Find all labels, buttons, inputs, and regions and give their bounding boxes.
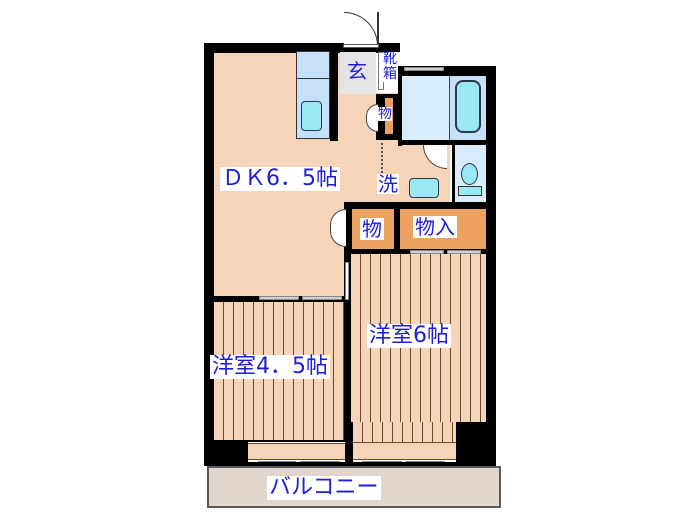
room45-door-2: [302, 296, 342, 300]
kitchen-wall: [330, 51, 338, 141]
washing-machine-pan-icon: [409, 178, 439, 198]
western-room-4-5-label: 洋室4．5帖: [210, 354, 330, 379]
washroom-label: 洗: [377, 172, 399, 196]
bath-window: [404, 67, 444, 71]
room6-window-sill: [353, 442, 456, 460]
bath-wall-left: [398, 66, 402, 146]
entrance-door-leaf: [377, 12, 379, 46]
storage-small-top-label: 物: [378, 106, 392, 122]
room45-floor-bottom: [214, 422, 344, 440]
bath-wall-bottom: [398, 140, 486, 145]
outer-wall-top-left: [204, 43, 400, 53]
balcony-label: バルコニー: [267, 475, 381, 500]
outer-wall-bottom-left-block: [204, 440, 248, 466]
room-partition-sliding-door: [345, 262, 349, 300]
bathtub-icon: [455, 80, 481, 133]
outer-wall-right: [486, 66, 496, 442]
room45-window-sill: [248, 443, 345, 460]
room6-floor-bottom: [353, 422, 456, 442]
room-partition-wall: [344, 254, 351, 422]
outer-wall-left: [204, 43, 214, 436]
dining-kitchen-label: ＤＫ6．5帖: [220, 166, 340, 191]
entrance-threshold: [343, 44, 379, 48]
room6-bottom-right-pillar: [456, 440, 496, 466]
outer-wall-bottom-mid-block: [345, 440, 353, 466]
balcony-edge-wall: [204, 462, 496, 466]
closet-label: 物入: [413, 215, 457, 239]
western-room-6-label: 洋室6帖: [367, 323, 451, 348]
toilet-tank: [458, 186, 482, 196]
toilet-icon: [461, 163, 478, 185]
shoe-box-label: 靴箱: [383, 52, 401, 82]
entrance-door-icon: [344, 12, 378, 46]
entrance-label: 玄: [347, 59, 367, 83]
entrance-floor: [340, 52, 376, 94]
bathroom-floor: [402, 76, 449, 142]
kitchen-sink-icon: [301, 101, 322, 131]
room45-door-1: [259, 296, 299, 300]
room6-closet-door-1: [410, 250, 444, 254]
storage-small-label: 物: [360, 217, 384, 241]
washroom-partition-dotted: [381, 143, 383, 177]
room6-closet-door-2: [447, 250, 481, 254]
outer-wall-top-right: [400, 66, 496, 76]
kitchen-counter-divider: [296, 78, 330, 79]
